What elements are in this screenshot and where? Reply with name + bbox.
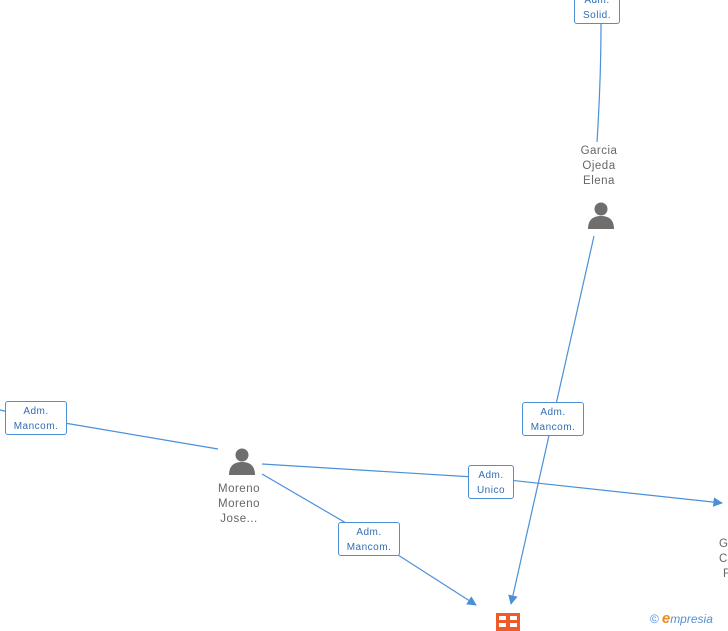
copyright-symbol: © [650, 612, 659, 626]
company-building-icon[interactable] [496, 613, 520, 631]
role-line: Mancom. [346, 542, 392, 553]
role-label-adm-mancom[interactable]: Adm. Mancom. [522, 402, 584, 436]
name-line: Moreno [218, 498, 260, 510]
role-line: Adm. [23, 406, 49, 417]
role-line: Adm. [478, 470, 504, 481]
role-label-adm-mancom[interactable]: Adm. Mancom. [338, 522, 400, 556]
role-line: Adm. [584, 0, 610, 6]
name-line: Elena [583, 175, 615, 187]
name-line: Ojeda [582, 160, 616, 172]
name-line: Garcia [580, 145, 618, 157]
role-label-adm-solid[interactable]: Adm. Solid. [574, 0, 620, 24]
cut-off-name-line: G [719, 538, 728, 550]
person-name-garcia[interactable]: Garcia Ojeda Elena [559, 144, 639, 189]
edge-solid-to-garcia [596, 23, 602, 143]
role-line: Adm. [540, 407, 566, 418]
role-line: Solid. [582, 10, 611, 21]
role-line: Unico [476, 485, 506, 496]
name-line: Moreno [218, 483, 260, 495]
cut-off-name-line: F [723, 568, 728, 580]
person-icon[interactable] [586, 200, 616, 230]
role-line: Adm. [356, 527, 382, 538]
brand-initial: e [661, 610, 671, 627]
role-line: Mancom. [13, 421, 59, 432]
name-line: Jose... [220, 513, 258, 525]
role-line: Mancom. [530, 422, 576, 433]
cut-off-name-line: C [719, 553, 728, 565]
person-icon[interactable] [227, 446, 257, 476]
role-label-adm-mancom[interactable]: Adm. Mancom. [5, 401, 67, 435]
brand-name: mpresia [670, 612, 713, 626]
empresia-logo[interactable]: ©empresia [650, 610, 713, 627]
person-name-moreno[interactable]: Moreno Moreno Jose... [199, 482, 279, 527]
role-label-adm-unico[interactable]: Adm. Unico [468, 465, 514, 499]
